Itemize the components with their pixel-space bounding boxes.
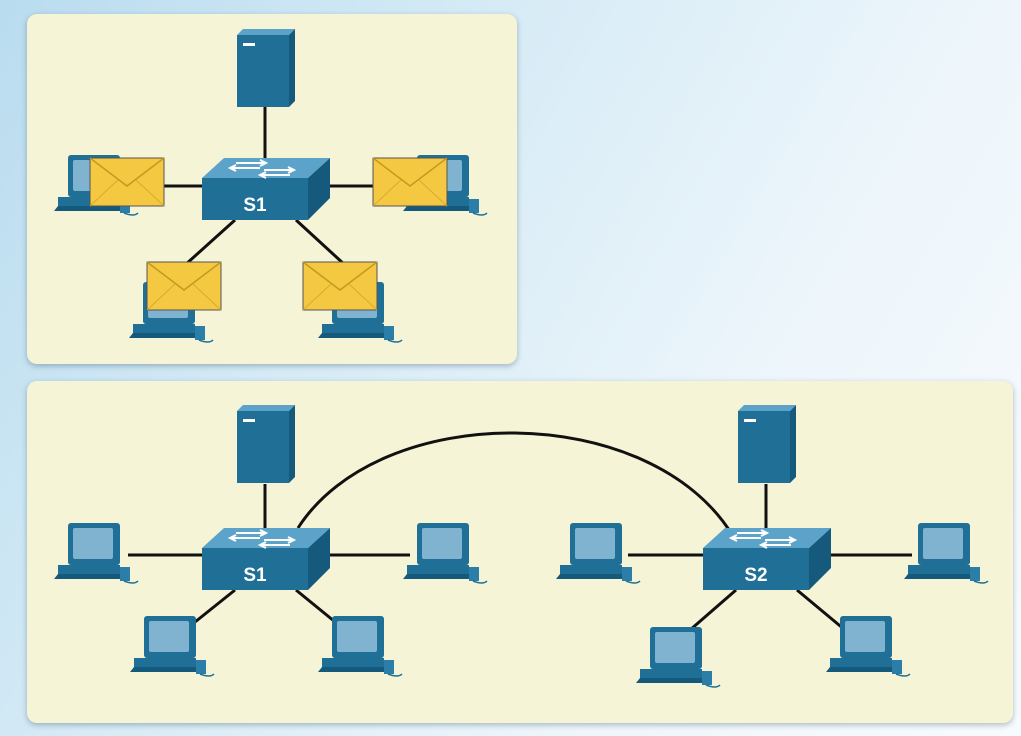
bottom-links xyxy=(128,431,912,632)
pc-icon xyxy=(903,522,989,584)
bottom-switch-s1: S1 xyxy=(201,527,331,591)
server-icon xyxy=(237,405,295,483)
pc-icon xyxy=(53,522,139,584)
pc-icon xyxy=(317,615,403,677)
switch-label-s1: S1 xyxy=(243,565,267,586)
switch-label-s1: S1 xyxy=(243,195,267,216)
envelope-icon xyxy=(302,261,378,311)
pc-icon xyxy=(635,626,721,688)
envelope-icon xyxy=(372,157,448,207)
top-switch: S1 xyxy=(201,157,331,221)
pc-icon xyxy=(555,522,641,584)
envelope-icon xyxy=(89,157,165,207)
top-links xyxy=(160,105,375,267)
switch-label-s2: S2 xyxy=(744,565,767,586)
server-icon xyxy=(237,29,295,107)
server-icon xyxy=(738,405,796,483)
bottom-switch-s2: S2 xyxy=(702,527,832,591)
pc-icon xyxy=(402,522,488,584)
envelope-icon xyxy=(146,261,222,311)
pc-icon xyxy=(129,615,215,677)
